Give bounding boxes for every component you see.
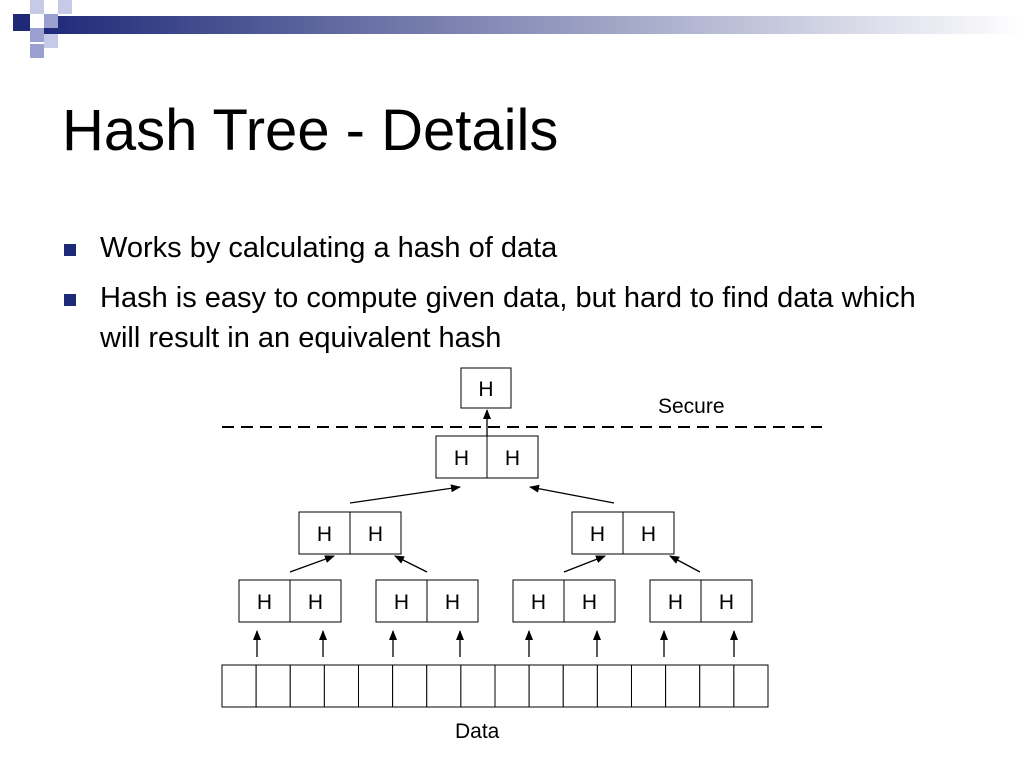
corner-square (44, 34, 58, 48)
bullet-text: Hash is easy to compute given data, but … (100, 282, 916, 354)
secure-label: Secure (658, 395, 725, 418)
root-hash-node-hash-label: H (478, 378, 493, 401)
corner-square (30, 44, 44, 58)
leaf-hash-node-3-hash-label: H (582, 591, 597, 614)
square-bullet-icon (64, 244, 76, 256)
arrow-to-level2 (289, 555, 335, 573)
root-hash-node-cell (460, 367, 512, 409)
arrow-to-level2 (669, 555, 701, 573)
leaf-hash-node-4-hash-label: H (719, 591, 734, 614)
level2-hash-node-left-cell (349, 511, 402, 555)
data-block-cell (733, 664, 769, 708)
data-block-cell (221, 664, 257, 708)
level2-hash-node-right-cell (622, 511, 675, 555)
leaf-hash-node-2-hash-label: H (445, 591, 460, 614)
data-block-cell (392, 664, 428, 708)
leaf-hash-node-2-cell (375, 579, 428, 623)
data-block-cell (460, 664, 496, 708)
data-block-cell (323, 664, 359, 708)
corner-square (44, 14, 58, 28)
data-block-cell (494, 664, 530, 708)
slide-title: Hash Tree - Details (62, 98, 559, 163)
corner-square (13, 14, 30, 31)
level2-hash-node-right-hash-label: H (590, 523, 605, 546)
level2-hash-node-left-hash-label: H (317, 523, 332, 546)
data-block-cell (289, 664, 325, 708)
level1-hash-node-cell (435, 435, 488, 479)
leaf-hash-node-3-hash-label: H (531, 591, 546, 614)
leaf-hash-node-2-hash-label: H (394, 591, 409, 614)
level2-hash-node-right-cell (571, 511, 624, 555)
data-block-cell (596, 664, 632, 708)
level1-hash-node-hash-label: H (505, 447, 520, 470)
corner-square (30, 0, 44, 14)
data-block-cell (631, 664, 667, 708)
data-block-cell (426, 664, 462, 708)
leaf-hash-node-2-cell (426, 579, 479, 623)
leaf-hash-node-1-hash-label: H (257, 591, 272, 614)
data-block-cell (665, 664, 701, 708)
corner-square (58, 0, 72, 14)
arrow-to-level1 (349, 484, 461, 504)
corner-square (30, 28, 44, 42)
bullet-item: Works by calculating a hash of data (62, 228, 962, 268)
leaf-hash-node-1-hash-label: H (308, 591, 323, 614)
bullet-list: Works by calculating a hash of data Hash… (62, 228, 962, 368)
data-block-cell (562, 664, 598, 708)
arrow-to-level2 (563, 555, 606, 573)
header-gradient-band (44, 16, 1024, 34)
bullet-item: Hash is easy to compute given data, but … (62, 278, 962, 358)
data-label: Data (455, 720, 500, 743)
data-block-cell (528, 664, 564, 708)
data-block-cell (358, 664, 394, 708)
arrow-to-level2 (394, 555, 428, 573)
leaf-hash-node-3-cell (563, 579, 616, 623)
leaf-hash-node-1-cell (289, 579, 342, 623)
data-block-cell (699, 664, 735, 708)
level2-hash-node-left-hash-label: H (368, 523, 383, 546)
level2-hash-node-right-hash-label: H (641, 523, 656, 546)
level1-hash-node-hash-label: H (454, 447, 469, 470)
arrow-to-level1 (529, 484, 615, 504)
level1-hash-node-cell (486, 435, 539, 479)
leaf-hash-node-3-cell (512, 579, 565, 623)
corner-decoration (13, 0, 1024, 58)
leaf-hash-node-4-hash-label: H (668, 591, 683, 614)
bullet-text: Works by calculating a hash of data (100, 232, 558, 264)
data-block-cell (255, 664, 291, 708)
square-bullet-icon (64, 294, 76, 306)
leaf-hash-node-4-cell (649, 579, 702, 623)
leaf-hash-node-4-cell (700, 579, 753, 623)
